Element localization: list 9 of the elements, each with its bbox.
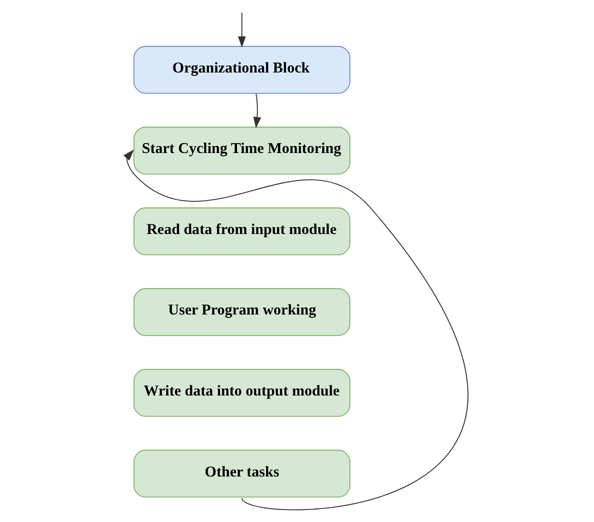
node-box: Read data from input module [132,207,350,256]
node-box: Start Cycling Time Monitoring [132,126,350,175]
node-box: Other tasks [132,450,350,498]
node-box: Organizational Block [132,46,350,94]
arrow [252,93,261,128]
node-box: User Program working [132,288,350,336]
arrow [237,12,246,48]
arrow [122,150,468,510]
node-box: Write data into output module [132,368,350,417]
